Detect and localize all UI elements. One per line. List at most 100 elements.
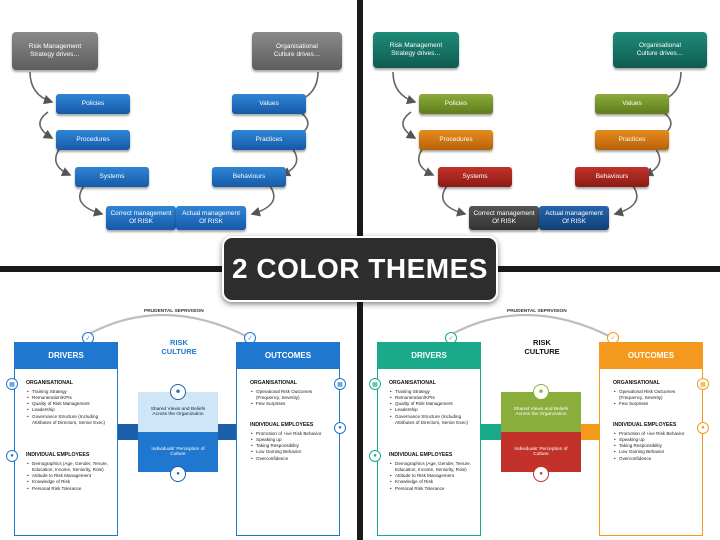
list-item: Leadership xyxy=(26,407,114,413)
drivers-org-list: Training Strategy Remuneration/KPIs Qual… xyxy=(389,389,477,426)
building-icon: ▦ xyxy=(334,378,346,390)
drivers-org-title: ORGANISATIONAL xyxy=(26,380,73,386)
drivers-org-list: Training Strategy Remuneration/KPIs Qual… xyxy=(26,389,114,426)
list-item: Attitude to Risk Management xyxy=(389,473,477,479)
list-item: Taking Responsibility xyxy=(250,443,336,449)
list-item: Few Surprises xyxy=(250,401,336,407)
people-icon: ☻ xyxy=(533,384,549,400)
correct-management-box: Correct management Of RISK xyxy=(106,206,176,230)
correct-management-box: Correct management Of RISK xyxy=(469,206,539,230)
procedures-box: Procedures xyxy=(419,130,493,150)
list-item: Personal Risk Tolerance xyxy=(26,486,114,492)
outcomes-ind-title: INDIVIDUAL EMPLOYEES xyxy=(613,422,677,428)
drivers-org-section: ORGANISATIONAL Training Strategy Remuner… xyxy=(389,380,477,426)
list-item: Governance Structure (Including Attribut… xyxy=(26,414,114,426)
person-icon: ● xyxy=(6,450,18,462)
drivers-header: DRIVERS xyxy=(377,342,481,368)
outcomes-header: OUTCOMES xyxy=(599,342,703,368)
building-icon: ▦ xyxy=(6,378,18,390)
list-item: Quality of Risk Management xyxy=(389,401,477,407)
actual-management-box: Actual management Of RISK xyxy=(539,206,609,230)
risk-culture-title: RISK CULTURE xyxy=(161,338,197,356)
list-item: Operational Risk Outcomes (Frequency, Se… xyxy=(250,389,336,401)
culture-theme-color: PRUDENTAL SEPRVISION ✓ ✓ DRIVERS OUTCOME… xyxy=(363,272,720,540)
list-item: Knowledge of Risk xyxy=(389,479,477,485)
behaviours-box: Behaviours xyxy=(212,167,286,187)
person-icon: ● xyxy=(170,466,186,482)
list-item: Leadership xyxy=(389,407,477,413)
building-icon: ▦ xyxy=(697,378,709,390)
list-item: Quality of Risk Management xyxy=(26,401,114,407)
people-icon: ☻ xyxy=(170,384,186,400)
flow-arrows xyxy=(29,71,319,217)
list-item: Promotion of +ive Risk Behavior xyxy=(250,431,336,437)
drivers-ind-section: INDIVIDUAL EMPLOYEES Demographics (Age, … xyxy=(26,452,114,492)
systems-box: Systems xyxy=(438,167,512,187)
outcomes-org-title: ORGANISATIONAL xyxy=(250,380,297,386)
list-item: Low Gaming Behavior xyxy=(250,449,336,455)
drivers-ind-section: INDIVIDUAL EMPLOYEES Demographics (Age, … xyxy=(389,452,477,492)
outcomes-header: OUTCOMES xyxy=(236,342,340,368)
color-themes-banner: 2 COLOR THEMES xyxy=(222,236,498,302)
policies-box: Policies xyxy=(419,94,493,114)
shared-views-box: Shared Views and Beliefs Across the Orga… xyxy=(138,392,218,432)
prudential-label: PRUDENTAL SEPRVISION xyxy=(507,309,567,314)
drivers-ind-list: Demographics (Age, Gender, Tenure, Educa… xyxy=(389,461,477,492)
list-item: Attitude to Risk Management xyxy=(26,473,114,479)
list-item: Promotion of +ive Risk Behavior xyxy=(613,431,699,437)
list-item: Governance Structure (Including Attribut… xyxy=(389,414,477,426)
outcomes-org-list: Operational Risk Outcomes (Frequency, Se… xyxy=(250,389,336,408)
list-item: Training Strategy xyxy=(389,389,477,395)
outcomes-ind-section: INDIVIDUAL EMPLOYEES Promotion of +ive R… xyxy=(250,422,336,462)
perception-box: Individuals' Perception of Culture xyxy=(138,432,218,472)
outcomes-ind-list: Promotion of +ive Risk Behavior Speaking… xyxy=(250,431,336,462)
drivers-ind-title: INDIVIDUAL EMPLOYEES xyxy=(389,452,453,458)
outcomes-org-list: Operational Risk Outcomes (Frequency, Se… xyxy=(613,389,699,408)
person-icon: ● xyxy=(533,466,549,482)
risk-culture-title: RISK CULTURE xyxy=(524,338,560,356)
outcomes-org-title: ORGANISATIONAL xyxy=(613,380,660,386)
prudential-label: PRUDENTAL SEPRVISION xyxy=(144,309,204,314)
outcomes-org-section: ORGANISATIONAL Operational Risk Outcomes… xyxy=(613,380,699,408)
list-item: Speaking up xyxy=(613,437,699,443)
person-icon: ● xyxy=(334,422,346,434)
list-item: Remuneration/KPIs xyxy=(26,395,114,401)
outcomes-ind-list: Promotion of +ive Risk Behavior Speaking… xyxy=(613,431,699,462)
list-item: Speaking up xyxy=(250,437,336,443)
practices-box: Practices xyxy=(595,130,669,150)
outcomes-ind-title: INDIVIDUAL EMPLOYEES xyxy=(250,422,314,428)
list-item: Overconfidence xyxy=(613,456,699,462)
org-culture-head: Organisational Culture drives… xyxy=(252,32,342,70)
outcomes-org-section: ORGANISATIONAL Operational Risk Outcomes… xyxy=(250,380,336,408)
list-item: Few Surprises xyxy=(613,401,699,407)
procedures-box: Procedures xyxy=(56,130,130,150)
risk-management-head: Risk Management Strategy drives… xyxy=(373,32,459,68)
drivers-header: DRIVERS xyxy=(14,342,118,368)
list-item: Operational Risk Outcomes (Frequency, Se… xyxy=(613,389,699,401)
person-icon: ● xyxy=(697,422,709,434)
behaviours-box: Behaviours xyxy=(575,167,649,187)
building-icon: ▦ xyxy=(369,378,381,390)
list-item: Demographics (Age, Gender, Tenure, Educa… xyxy=(389,461,477,473)
list-item: Overconfidence xyxy=(250,456,336,462)
org-culture-head: Organisational Culture drives… xyxy=(613,32,707,68)
list-item: Low Gaming Behavior xyxy=(613,449,699,455)
list-item: Remuneration/KPIs xyxy=(389,395,477,401)
list-item: Taking Responsibility xyxy=(613,443,699,449)
culture-theme-blue: PRUDENTAL SEPRVISION ✓ ✓ DRIVERS OUTCOME… xyxy=(0,272,357,540)
list-item: Training Strategy xyxy=(26,389,114,395)
systems-box: Systems xyxy=(75,167,149,187)
drivers-org-title: ORGANISATIONAL xyxy=(389,380,436,386)
list-item: Knowledge of Risk xyxy=(26,479,114,485)
outcomes-ind-section: INDIVIDUAL EMPLOYEES Promotion of +ive R… xyxy=(613,422,699,462)
person-icon: ● xyxy=(369,450,381,462)
risk-management-head: Risk Management Strategy drives… xyxy=(12,32,98,70)
values-box: Values xyxy=(595,94,669,114)
flow-theme-blue: Risk Management Strategy drives… Organis… xyxy=(0,0,357,266)
values-box: Values xyxy=(232,94,306,114)
list-item: Personal Risk Tolerance xyxy=(389,486,477,492)
drivers-ind-title: INDIVIDUAL EMPLOYEES xyxy=(26,452,90,458)
policies-box: Policies xyxy=(56,94,130,114)
list-item: Demographics (Age, Gender, Tenure, Educa… xyxy=(26,461,114,473)
flow-theme-color: Risk Management Strategy drives… Organis… xyxy=(363,0,720,266)
